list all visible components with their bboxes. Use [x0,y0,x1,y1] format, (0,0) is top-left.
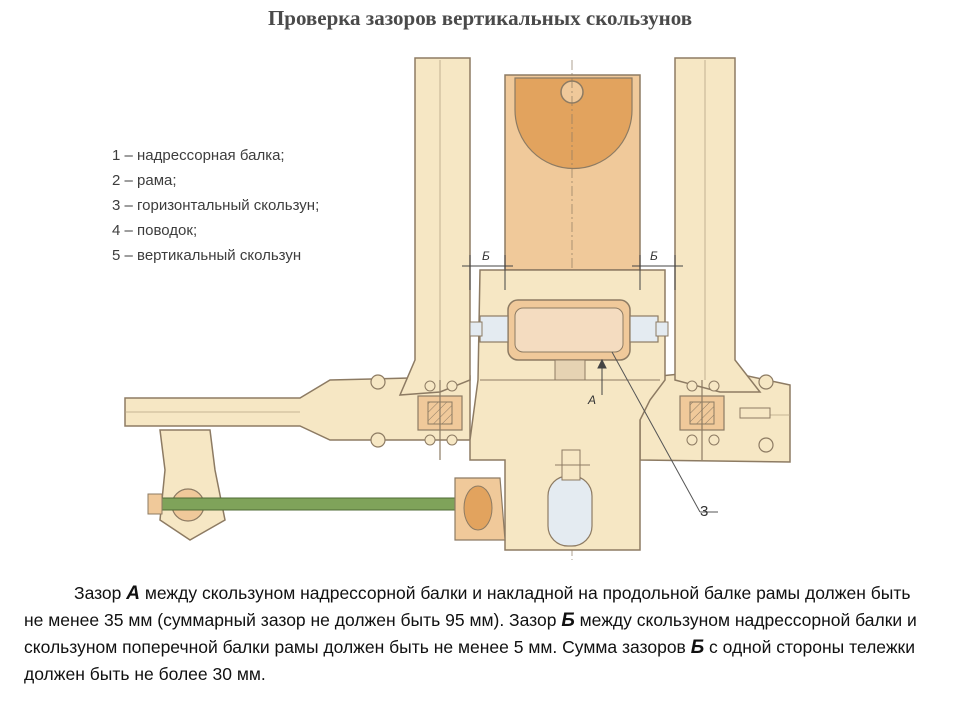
caption-text: Зазор А между скользуном надрессорной ба… [24,580,924,687]
legend-item-5: 5 – вертикальный скользун [112,247,302,264]
gap-b-right-marker [632,255,683,290]
legend-item-1: 1 – надрессорная балка; [112,147,285,164]
traction-rod [159,497,461,511]
legend-item-3: 3 – горизонтальный скользун; [112,197,320,214]
bolt-left-bottom [370,432,386,448]
bolt-right-top [758,374,774,390]
bottom-roller [547,475,593,547]
gap-a-emphasis: А [126,583,140,604]
horizontal-slider-left [479,315,509,343]
bolster-arc [514,77,633,170]
gap-b-emphasis-1: Б [561,610,575,631]
bogie-diagram: Б Б А 3 [124,57,791,560]
frame-right-column [674,57,762,393]
leader-line-3 [611,351,701,513]
caption-part-1: Зазор [74,583,127,603]
caption-part-4: с одной стороны тележки должен быть не б… [24,637,915,684]
bolt-left-top [370,374,386,390]
caption-part-3: между скользуном надрессорной балки и ск… [24,610,917,657]
label-part-3: 3 [700,503,708,520]
label-gap-b-right: Б [650,249,658,263]
slide-title: Проверка зазоров вертикальных скользунов [267,6,693,30]
vertical-slider-right [679,380,725,460]
label-gap-a: А [587,393,596,407]
parts-legend: 1 – надрессорная балка; 2 – рама; 3 – го… [112,143,319,268]
gap-b-emphasis-2: Б [690,637,705,658]
legend-item-4: 4 – поводок; [112,222,198,239]
frame-left-column [398,57,471,396]
horizontal-slider-right [629,315,659,343]
legend-item-2: 2 – рама; [112,172,177,189]
gap-b-left-marker [462,255,513,290]
caption-part-2: между скользуном надрессорной балки и на… [24,583,911,630]
label-gap-b-left: Б [482,249,490,263]
gap-a-marker [597,358,607,395]
vertical-slider-left [417,380,463,460]
longitudinal-beam [124,375,471,441]
bolt-right-bottom [758,437,774,453]
pendant-hanger [159,429,226,541]
